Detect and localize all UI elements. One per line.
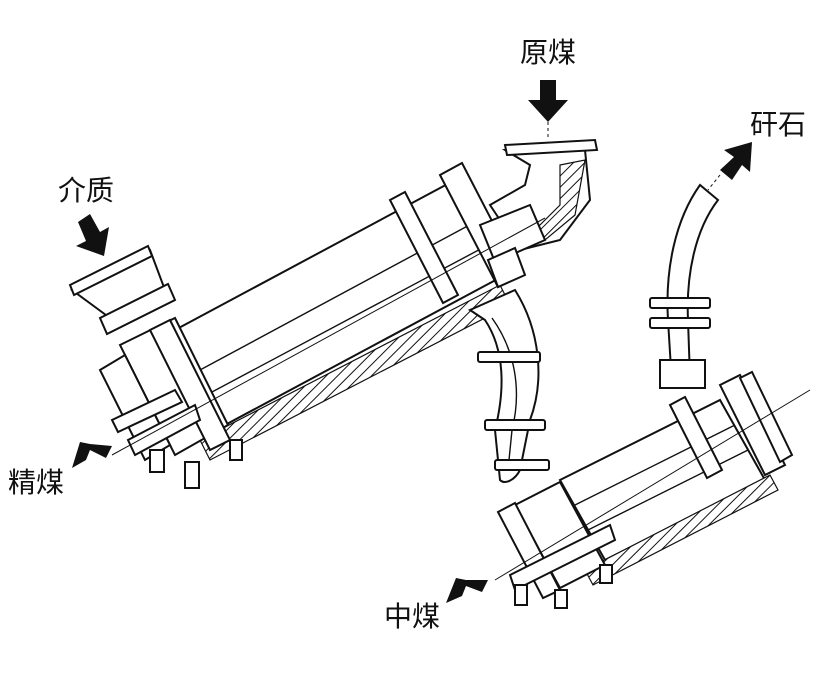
clean-coal-label: 精煤 (8, 466, 64, 499)
clean-coal-arrow (72, 442, 112, 468)
raw-coal-arrow (528, 80, 568, 140)
second-stage-cyclone (494, 183, 811, 609)
middlings-label: 中煤 (384, 600, 440, 633)
raw-coal-label: 原煤 (520, 36, 576, 69)
first-stage-cyclone (68, 138, 599, 489)
gangue-arrow (707, 142, 752, 191)
middlings-arrow (446, 578, 488, 603)
medium-label: 介质 (58, 174, 114, 207)
medium-arrow (76, 214, 109, 256)
gangue-label: 矸石 (750, 108, 806, 141)
